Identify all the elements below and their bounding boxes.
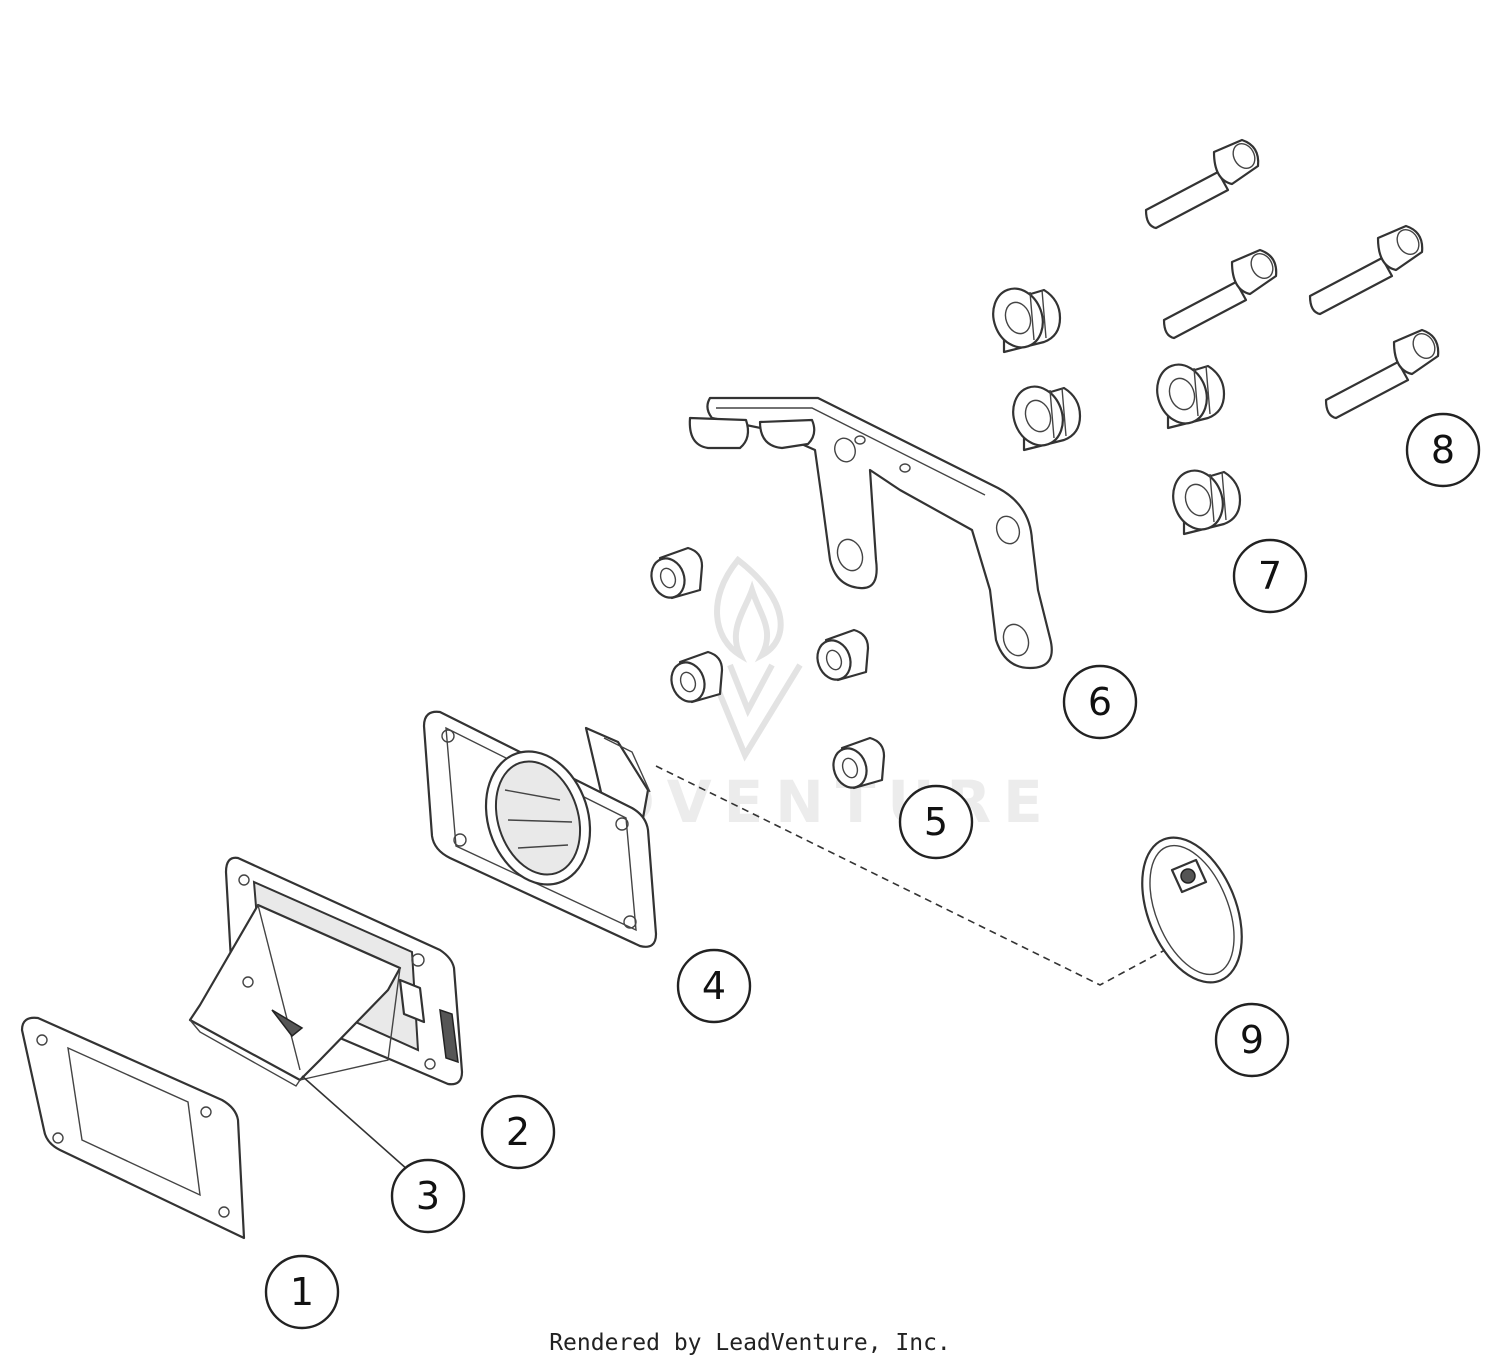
callout-1[interactable]: 1 [264, 1254, 340, 1330]
callout-5-label: 5 [924, 800, 948, 844]
callout-3-label: 3 [416, 1174, 440, 1218]
callout-6[interactable]: 6 [1062, 664, 1138, 740]
render-credit: Rendered by LeadVenture, Inc. [549, 1330, 951, 1356]
callout-9-label: 9 [1240, 1018, 1264, 1062]
callout-9[interactable]: 9 [1214, 1002, 1290, 1078]
callout-2[interactable]: 2 [480, 1094, 556, 1170]
hose-clamp-part-9[interactable] [1123, 823, 1262, 997]
bushing-b [670, 650, 724, 704]
callout-7-label: 7 [1258, 554, 1282, 598]
bolt-c [1308, 224, 1424, 316]
leader-lines [301, 765, 1166, 1171]
callout-2-label: 2 [506, 1110, 530, 1154]
callout-3[interactable]: 3 [390, 1158, 466, 1234]
bolts-part-8[interactable] [1144, 138, 1440, 420]
callout-6-label: 6 [1088, 680, 1112, 724]
bolt-b [1162, 248, 1278, 340]
callout-8-label: 8 [1431, 428, 1455, 472]
callout-1-label: 1 [290, 1270, 314, 1314]
callout-5[interactable]: 5 [898, 784, 974, 860]
grommet-a [992, 287, 1062, 354]
callout-4[interactable]: 4 [676, 948, 752, 1024]
callout-4-label: 4 [702, 964, 726, 1008]
bracket-part-6[interactable] [688, 396, 1053, 670]
rubber-grommets-part-7[interactable] [985, 282, 1242, 537]
grommet-b [1012, 385, 1082, 452]
grommet-d [1172, 469, 1242, 536]
callout-8[interactable]: 8 [1405, 412, 1481, 488]
gasket-part-1[interactable] [20, 1016, 246, 1240]
intake-flange-part-4[interactable] [422, 710, 658, 948]
bolt-a [1144, 138, 1260, 230]
callout-7[interactable]: 7 [1232, 538, 1308, 614]
bushing-a [650, 546, 704, 600]
bolt-d [1324, 328, 1440, 420]
bushing-d [832, 736, 886, 790]
grommet-c [1156, 363, 1226, 430]
bushing-c [816, 628, 870, 682]
spacer-bushings-part-5[interactable] [646, 546, 886, 792]
reed-valve-block-part-2[interactable] [188, 856, 464, 1087]
